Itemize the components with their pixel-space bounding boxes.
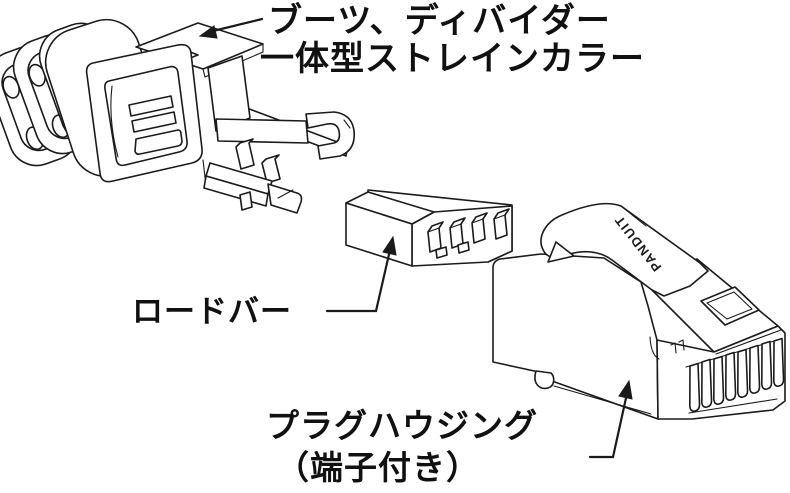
boot-label-line1: ブーツ、ディバイダー <box>268 2 611 40</box>
plug-housing-arrow-icon <box>588 379 633 459</box>
load-bar-arrow-icon <box>325 235 397 313</box>
boot-arrow-icon <box>198 17 264 39</box>
boot-strain-collar-drawing <box>0 18 356 214</box>
plug-housing-label-line2: （端子付き） <box>276 449 480 486</box>
load-bar-label: ロードバー <box>132 294 292 329</box>
plug-housing-drawing: PANDUIT <box>492 202 786 420</box>
load-bar-drawing <box>345 189 513 267</box>
plug-housing-label-line1: プラグハウジング <box>266 407 538 444</box>
boot-label-line2: 一体型ストレインカラー <box>260 40 645 78</box>
